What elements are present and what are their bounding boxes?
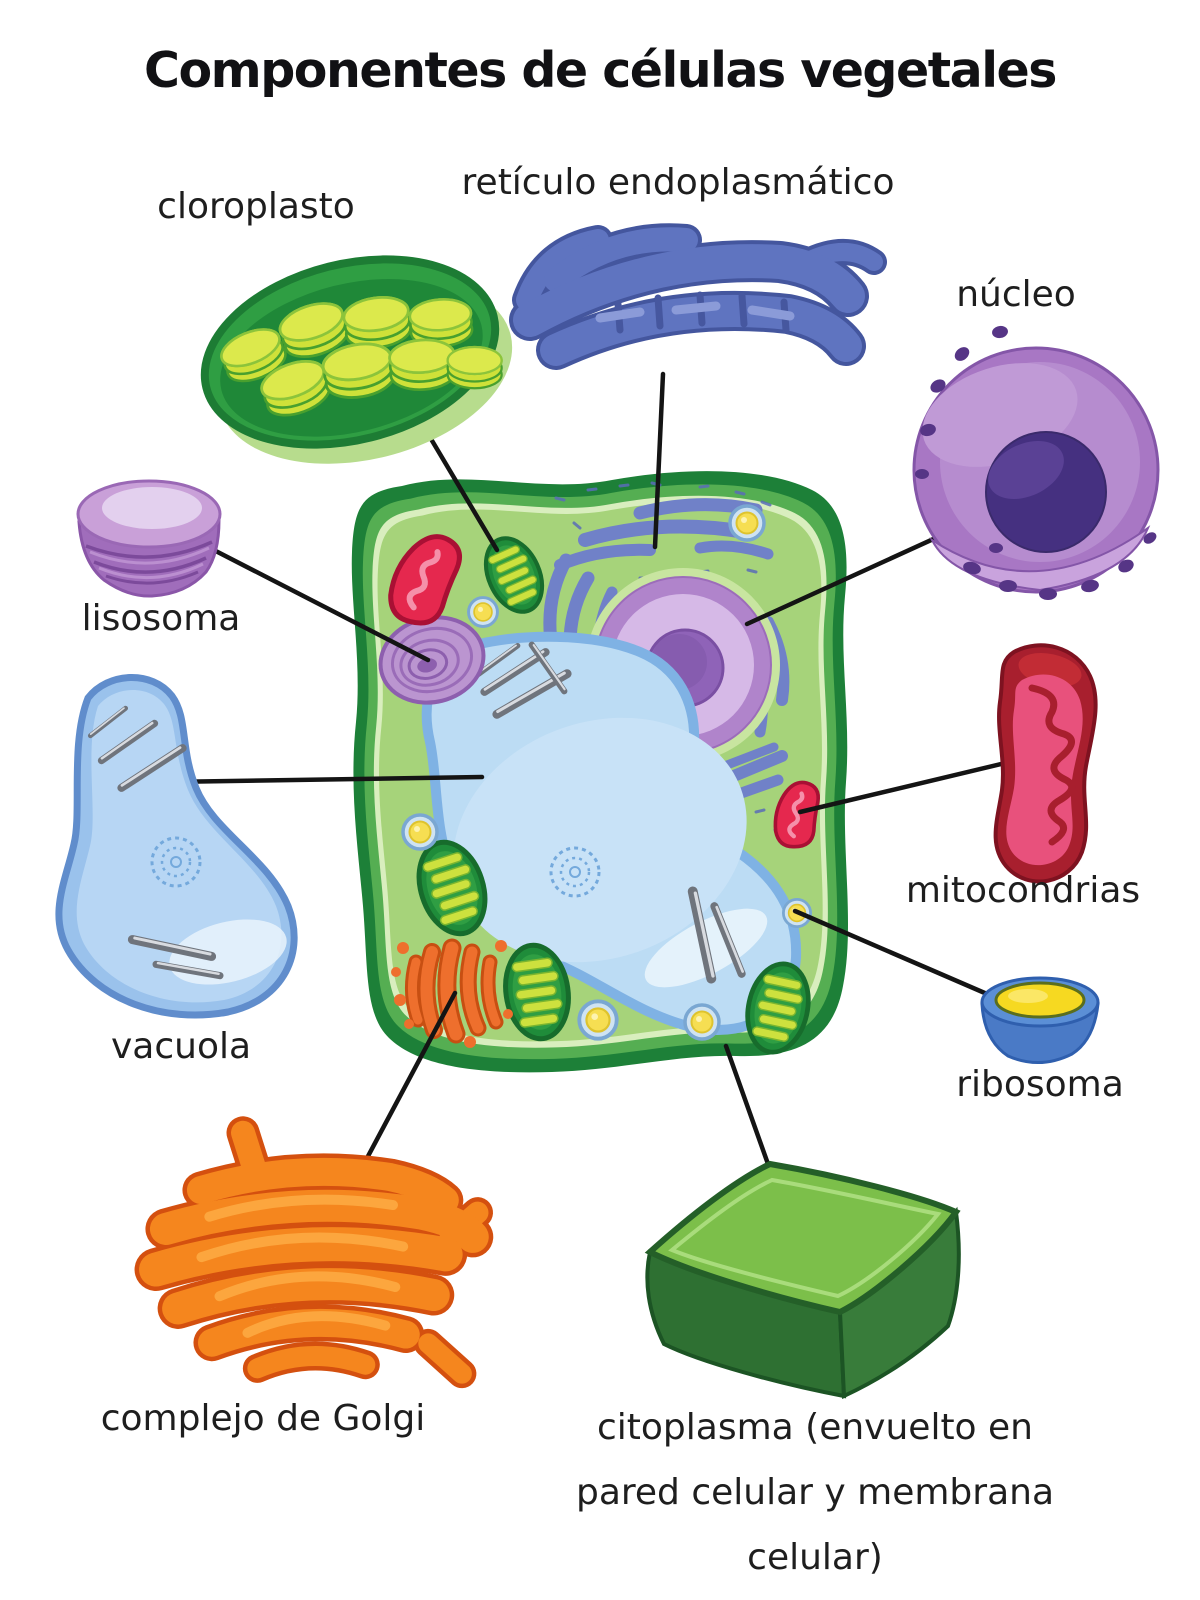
label-nucleo: núcleo [956, 274, 1076, 315]
leader-vacuola [163, 774, 485, 785]
label-citoplasma: citoplasma (envuelto en pared celular y … [575, 1407, 1055, 1578]
ribosome-illustration [980, 976, 1100, 1065]
lysosome-illustration [76, 479, 222, 598]
mitochondria-illustration [993, 643, 1098, 884]
label-ribosoma: ribosoma [956, 1064, 1124, 1105]
vacuole-illustration [55, 674, 298, 1019]
page-title: Componentes de células vegetales [144, 42, 1057, 99]
leader-lisosoma [203, 543, 431, 663]
label-mitocondrias: mitocondrias [905, 870, 1141, 911]
plant-cell-illustration [351, 471, 849, 1073]
nucleus-illustration [912, 325, 1160, 600]
leader-mitocondrias [797, 757, 1021, 815]
label-lisosoma: lisosoma [81, 598, 241, 639]
label-complejo-de-golgi: complejo de Golgi [100, 1398, 426, 1439]
leader-ribosoma [792, 908, 997, 1000]
nucleus-in-cell [586, 568, 780, 762]
endoplasmic-reticulum-illustration [509, 223, 887, 370]
ribosome-in-cell [467, 596, 499, 628]
vacuole-in-cell [421, 631, 802, 1035]
label-vacuola: vacuola [110, 1026, 252, 1067]
ribosome-in-cell [401, 813, 439, 851]
label-cloroplasto: cloroplasto [157, 186, 355, 227]
golgi-in-cell [391, 938, 513, 1048]
chloroplast-illustration [200, 255, 513, 464]
leader-citoplasma [723, 1043, 771, 1167]
ribosome-in-cell [683, 1003, 721, 1041]
leader-reticulo [652, 371, 666, 550]
ribosome-in-cell [577, 999, 619, 1041]
cytoplasm-cube-illustration [644, 1160, 961, 1400]
label-reticulo-endoplasmatico: retículo endoplasmático [461, 162, 895, 203]
ribosome-in-cell [728, 504, 766, 542]
golgi-illustration [134, 1116, 494, 1389]
lysosome-in-cell [378, 615, 486, 705]
